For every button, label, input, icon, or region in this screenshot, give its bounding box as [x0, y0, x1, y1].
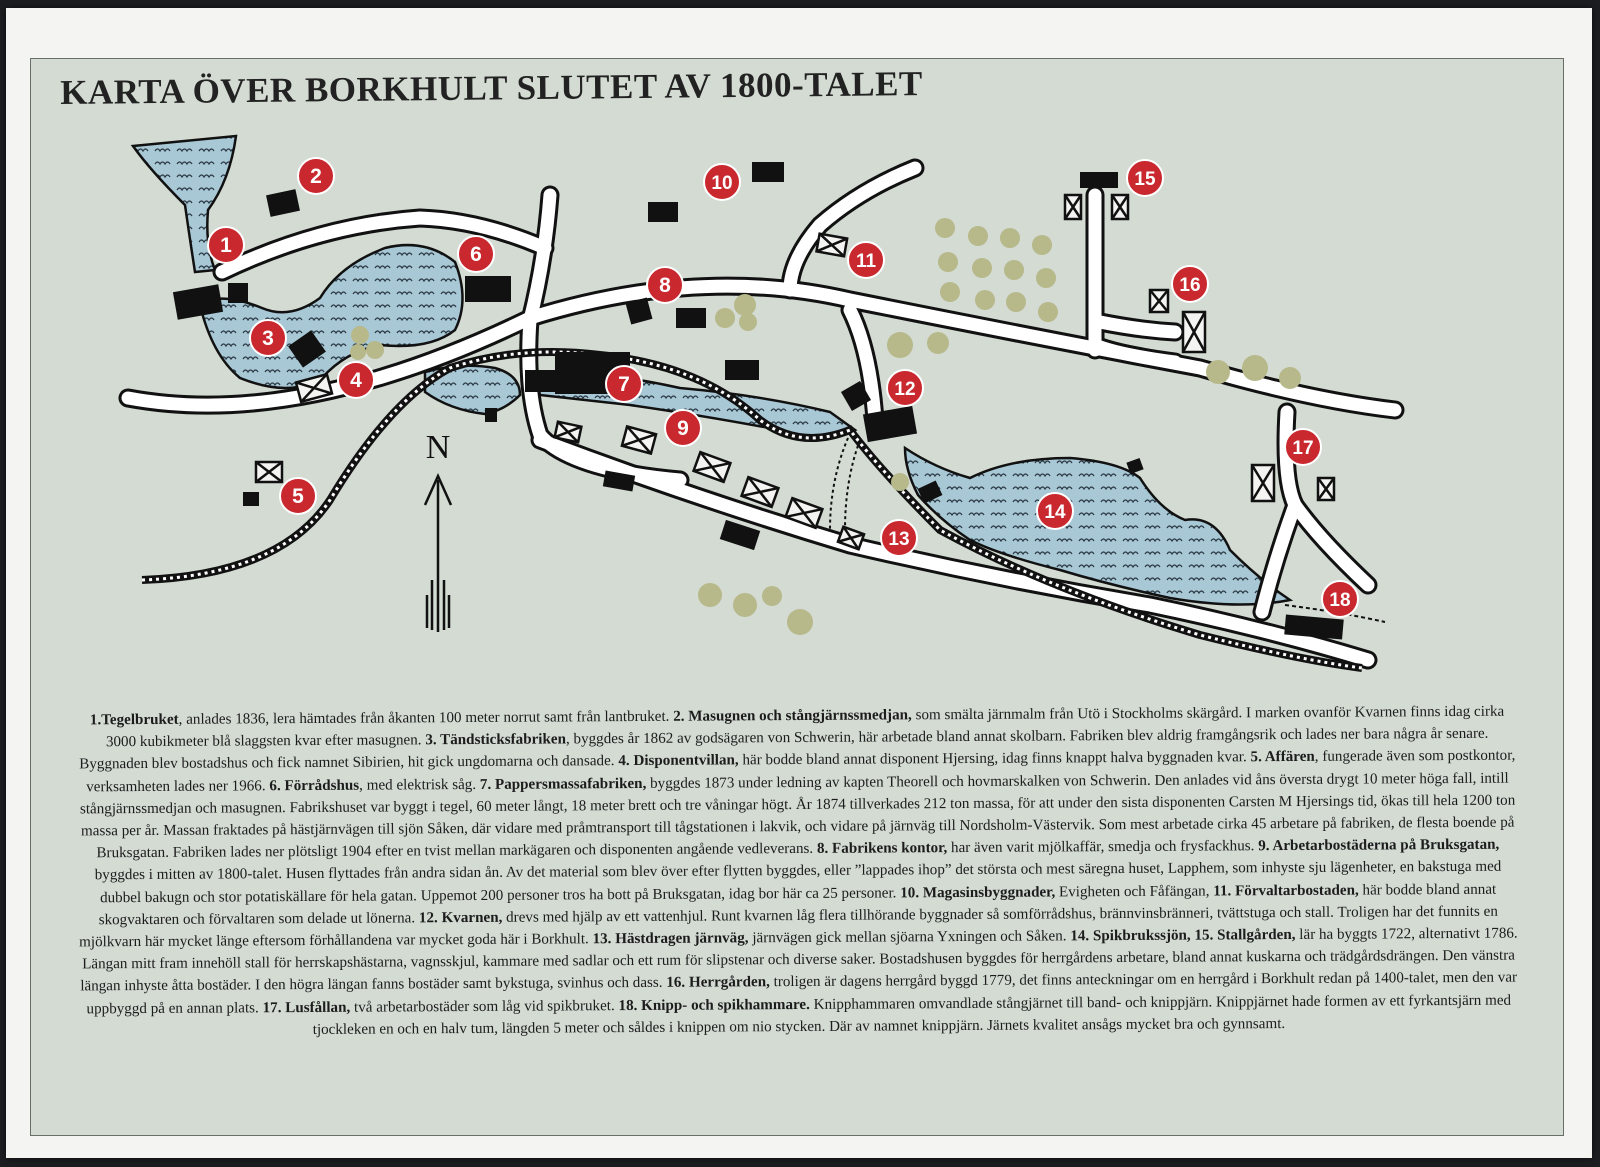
legend-entry-title: 17. Lusfållan, — [262, 999, 351, 1016]
marker-label: 13 — [888, 529, 909, 550]
marker-17: 17 — [1284, 428, 1322, 466]
marker-label: 15 — [1134, 169, 1156, 190]
hatched-buildings — [254, 193, 1336, 551]
legend-entry-text: , anlades 1836, lera hämtades från åkant… — [178, 708, 674, 728]
marker-label: 16 — [1179, 275, 1200, 296]
legend-entry-title: 14. Spikbrukssjön, 15. Stallgården, — [1070, 926, 1296, 945]
marker-14: 14 — [1036, 492, 1074, 530]
marker-3: 3 — [249, 319, 287, 357]
marker-label: 9 — [677, 417, 689, 440]
upper-pond — [130, 134, 238, 274]
legend-entry-title: 3. Tändsticksfabriken — [425, 731, 567, 749]
marker-9: 9 — [664, 409, 702, 447]
legend-entry-title: 13. Hästdragen järnväg, — [592, 930, 749, 948]
marker-13: 13 — [880, 519, 918, 557]
buildings — [172, 162, 1344, 640]
marker-6: 6 — [457, 235, 495, 273]
marker-label: 3 — [262, 327, 274, 350]
legend-entry-text: två arbetarbostäder som låg vid spikbruk… — [350, 997, 619, 1016]
legend-entry-title: 1.Tegelbruket — [89, 711, 179, 729]
spikbrukssjon-lake — [903, 445, 1294, 606]
marker-15: 15 — [1126, 159, 1164, 197]
marker-label: 12 — [894, 379, 915, 400]
marker-label: 8 — [659, 274, 671, 297]
marker-11: 11 — [847, 241, 885, 279]
north-label: N — [426, 429, 451, 466]
legend-entry-text: här bodde bland annat disponent Hjersing… — [738, 749, 1251, 769]
legend-entry-text: har även varit mjölkaffär, smedja och fr… — [947, 838, 1259, 857]
legend-entry-title: 9. Arbetarbostäderna på Bruksgatan, — [1258, 836, 1500, 855]
stream-by-bridge — [423, 364, 522, 416]
legend-entry-text: , med elektrisk såg. — [359, 776, 480, 794]
legend-entry-title: 2. Masugnen och stångjärnssmedjan, — [673, 707, 912, 725]
marker-16: 16 — [1171, 265, 1209, 303]
marker-4: 4 — [337, 361, 375, 399]
marker-label: 11 — [856, 251, 877, 272]
marker-8: 8 — [646, 266, 684, 304]
legend-entry-title: 16. Herrgården, — [666, 974, 770, 992]
marker-label: 17 — [1292, 438, 1313, 459]
marker-1: 1 — [207, 226, 245, 264]
legend-entry-text: Evigheten och Fåfängan, — [1055, 883, 1214, 901]
trees — [350, 218, 1301, 635]
legend-entry-title: 6. Förrådshus — [269, 777, 360, 794]
marker-label: 6 — [470, 243, 482, 266]
railway-13 — [141, 347, 1363, 672]
legend-entry-title: 8. Fabrikens kontor, — [816, 840, 948, 858]
legend-entry-title: 10. Magasinsbyggnader, — [900, 884, 1056, 902]
hammer-stream — [1284, 604, 1386, 623]
marker-2: 2 — [297, 157, 335, 195]
marker-label: 18 — [1329, 590, 1350, 611]
north-arrow: N — [423, 429, 453, 632]
legend-entry-title: 18. Knipp- och spikhammare. — [618, 996, 810, 1014]
legend-entry-title: 4. Disponentvillan, — [618, 752, 739, 770]
marker-18: 18 — [1321, 580, 1359, 618]
legend-entry-title: 11. Förvaltarbostaden, — [1213, 882, 1359, 900]
legend-entry-title: 12. Kvarnen, — [418, 909, 503, 927]
marker-12: 12 — [886, 369, 924, 407]
legend-entry-text: järnvägen gick mellan sjöarna Yxningen o… — [748, 928, 1071, 947]
marker-label: 5 — [292, 485, 304, 508]
marker-label: 1 — [220, 234, 232, 257]
marker-7: 7 — [605, 365, 643, 403]
legend-entry-title: 5. Affären — [1250, 749, 1315, 766]
marker-label: 14 — [1044, 502, 1066, 523]
marker-label: 4 — [350, 369, 362, 392]
marker-label: 10 — [711, 173, 732, 194]
marker-5: 5 — [279, 477, 317, 515]
marker-label: 2 — [310, 165, 322, 188]
marker-label: 7 — [618, 373, 630, 396]
legend-text: 1.Tegelbruket, anlades 1836, lera hämtad… — [77, 701, 1519, 1043]
marker-10: 10 — [703, 163, 741, 201]
legend-entry-title: 7. Pappersmassafabriken, — [479, 775, 647, 793]
